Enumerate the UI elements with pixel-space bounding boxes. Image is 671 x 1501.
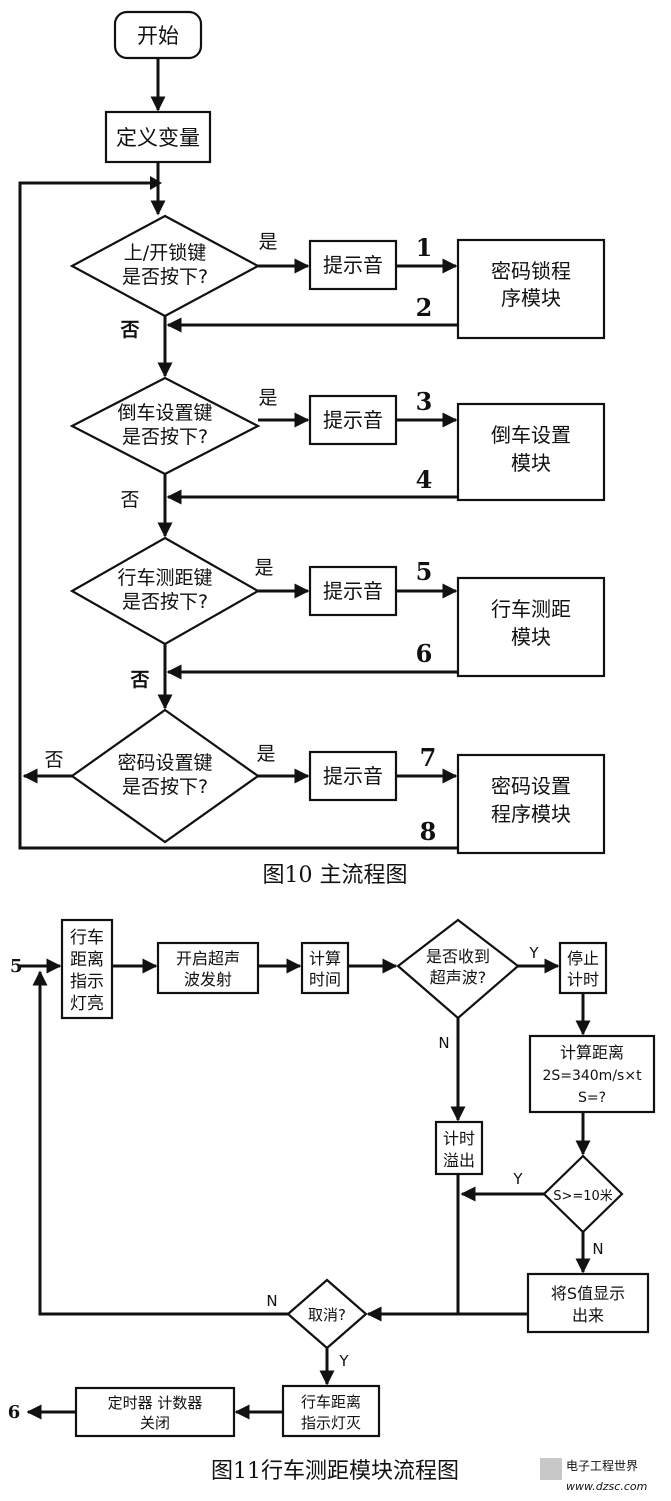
password-setting-module-line1: 密码设置 bbox=[491, 774, 571, 798]
light-on-line1: 行车 bbox=[70, 928, 104, 948]
no-n-label-3: N bbox=[266, 1292, 277, 1310]
show-distance-line1: 将S值显示 bbox=[551, 1284, 625, 1303]
timing-line1: 计算 bbox=[309, 949, 341, 968]
watermark-text-1: 电子工程世界 bbox=[566, 1458, 638, 1473]
timing-line2: 时间 bbox=[309, 970, 341, 989]
decision-compare-label: S>=10米 bbox=[553, 1189, 613, 1204]
light-on-line3: 指示 bbox=[70, 972, 104, 992]
show-distance-line2: 出来 bbox=[572, 1306, 604, 1325]
watermark-logo-icon bbox=[540, 1458, 562, 1480]
no-n-label-2: N bbox=[592, 1240, 603, 1258]
no-label-2: 否 bbox=[120, 489, 139, 511]
decision-distance-line2: 是否按下? bbox=[122, 591, 208, 613]
decision-reverse-line1: 倒车设置键 bbox=[117, 402, 212, 424]
exit-number: 6 bbox=[8, 1402, 21, 1423]
figure10-caption: 图10 主流程图 bbox=[263, 863, 408, 888]
watermark-text-2: www.dzsc.com bbox=[566, 1480, 647, 1493]
path-number-2: 2 bbox=[416, 293, 433, 322]
light-off-box bbox=[281, 1384, 381, 1438]
no-label-4: 否 bbox=[44, 749, 63, 771]
yes-label-2: 是 bbox=[258, 387, 277, 409]
light-off-line1: 行车距离 bbox=[301, 1393, 361, 1411]
password-lock-module-line2: 序模块 bbox=[501, 286, 561, 310]
path-number-3: 3 bbox=[416, 387, 433, 416]
define-variables-label: 定义变量 bbox=[116, 126, 200, 150]
calc-distance-line3: S=? bbox=[578, 1090, 606, 1106]
emit-ultrasonic-box bbox=[156, 941, 260, 995]
light-off-line2: 指示灯灭 bbox=[301, 1414, 361, 1432]
decision-reverse-line2: 是否按下? bbox=[122, 426, 208, 448]
yes-label-4: 是 bbox=[256, 743, 275, 765]
calc-distance-line2: 2S=340m/s×t bbox=[542, 1068, 642, 1084]
distance-measure-module-line2: 模块 bbox=[511, 625, 551, 649]
distance-measure-module-line1: 行车测距 bbox=[491, 597, 571, 621]
calc-distance-line1: 计算距离 bbox=[560, 1043, 624, 1062]
yes-y-label-3: Y bbox=[338, 1352, 349, 1370]
light-on-line2: 距离 bbox=[70, 950, 104, 970]
path-number-6: 6 bbox=[416, 639, 433, 668]
start-label: 开始 bbox=[137, 24, 179, 48]
timer-overflow-line1: 计时 bbox=[443, 1129, 475, 1148]
loop-back-arrowhead bbox=[150, 176, 162, 190]
reverse-setting-module bbox=[456, 402, 606, 502]
decision-received-line2: 超声波? bbox=[430, 968, 487, 987]
decision-unlock-line2: 是否按下? bbox=[122, 266, 208, 288]
decision-distance-line1: 行车测距键 bbox=[117, 567, 212, 589]
main-flowchart: 开始 定义变量 上/开锁键 是否按下? 是 提示音 1 密码锁程 序模块 2 否… bbox=[18, 10, 606, 888]
password-lock-module bbox=[456, 238, 606, 340]
stop-timing-line1: 停止 bbox=[567, 949, 599, 968]
yes-y-label-1: Y bbox=[528, 944, 539, 962]
stop-timing-line2: 计时 bbox=[567, 970, 599, 989]
yes-label-1: 是 bbox=[258, 231, 277, 253]
define-variables-box bbox=[104, 110, 212, 164]
show-distance-box bbox=[526, 1272, 650, 1334]
emit-ultrasonic-line1: 开启超声 bbox=[176, 949, 240, 968]
beep-label-1: 提示音 bbox=[323, 253, 383, 277]
path-number-5: 5 bbox=[416, 557, 433, 586]
decision-unlock-line1: 上/开锁键 bbox=[124, 242, 206, 264]
no-n-label-1: N bbox=[438, 1034, 449, 1052]
site-watermark: 电子工程世界 www.dzsc.com bbox=[540, 1458, 647, 1493]
password-setting-module bbox=[456, 753, 606, 855]
light-on-line4: 灯亮 bbox=[70, 994, 104, 1014]
password-lock-module-line1: 密码锁程 bbox=[491, 259, 571, 283]
decision-password-key bbox=[70, 708, 260, 844]
distance-measure-module bbox=[456, 576, 606, 678]
beep-box-2 bbox=[308, 394, 398, 446]
reverse-setting-module-line1: 倒车设置 bbox=[491, 423, 571, 447]
loop-back-line bbox=[18, 181, 460, 850]
password-setting-module-line2: 程序模块 bbox=[491, 802, 571, 826]
decision-received-line1: 是否收到 bbox=[426, 947, 490, 966]
beep-box-3 bbox=[308, 565, 398, 617]
yes-y-label-2: Y bbox=[512, 1170, 523, 1188]
close-timers-line2: 关闭 bbox=[140, 1414, 170, 1432]
close-timers-line1: 定时器 计数器 bbox=[108, 1394, 203, 1412]
calc-distance-box bbox=[528, 1034, 656, 1114]
no-label-3: 否 bbox=[129, 669, 149, 691]
emit-ultrasonic-line2: 波发射 bbox=[184, 970, 232, 989]
arrow-cancel-no-loop bbox=[32, 970, 288, 1316]
path-number-8: 8 bbox=[420, 817, 437, 846]
path-number-1: 1 bbox=[416, 233, 433, 262]
path-number-4: 4 bbox=[416, 465, 433, 494]
reverse-setting-module-line2: 模块 bbox=[511, 451, 551, 475]
beep-box-4 bbox=[308, 750, 398, 802]
decision-password-line1: 密码设置键 bbox=[117, 752, 212, 774]
light-on-box bbox=[60, 918, 114, 1020]
timing-box bbox=[300, 941, 350, 995]
stop-timing-box bbox=[558, 941, 608, 995]
beep-label-3: 提示音 bbox=[323, 579, 383, 603]
no-label-1: 否 bbox=[119, 319, 139, 341]
figure11-caption: 图11行车测距模块流程图 bbox=[211, 1459, 459, 1484]
entry-number: 5 bbox=[10, 956, 23, 977]
yes-label-3: 是 bbox=[254, 557, 273, 579]
beep-label-4: 提示音 bbox=[323, 764, 383, 788]
decision-cancel-label: 取消? bbox=[308, 1306, 346, 1324]
decision-password-line2: 是否按下? bbox=[122, 776, 208, 798]
beep-label-2: 提示音 bbox=[323, 408, 383, 432]
path-number-7: 7 bbox=[420, 743, 437, 772]
distance-module-flowchart: 5 行车 距离 指示 灯亮 开启超声 波发射 计算 时间 是否收到 超声波? Y… bbox=[8, 918, 656, 1484]
timer-overflow-line2: 溢出 bbox=[443, 1151, 475, 1170]
